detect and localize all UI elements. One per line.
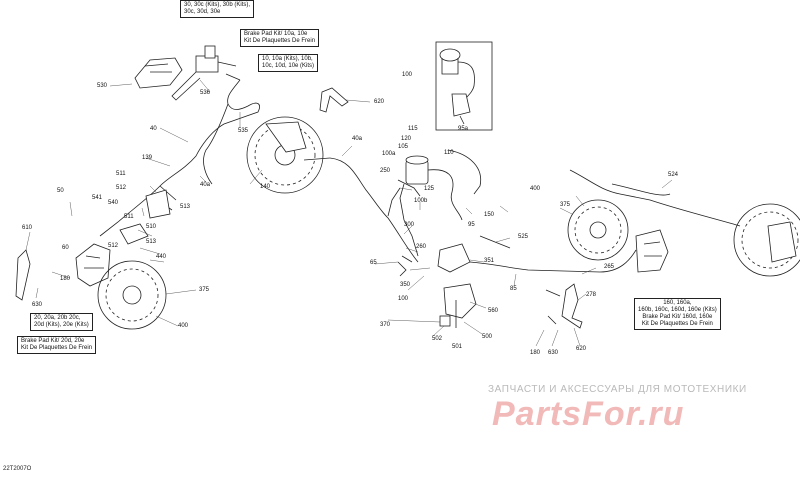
callout-513-b: 513 (146, 239, 157, 245)
callout-120: 120 (401, 136, 412, 142)
callout-536: 536 (200, 90, 211, 96)
callout-180-b: 180 (530, 350, 541, 356)
kits-box-10: 10, 10a (Kits), 10b, 10c, 10d, 10e (Kits… (258, 54, 319, 72)
callout-60: 60 (62, 245, 69, 251)
callout-375: 375 (199, 287, 210, 293)
callout-610: 610 (22, 225, 33, 231)
kits-box-160: 160, 160a, 160b, 160c, 160d, 160e (Kits)… (634, 298, 721, 330)
box-line: 160b, 160c, 160d, 160e (Kits) (638, 307, 717, 313)
callout-513: 513 (180, 204, 191, 210)
figure-id: 22T2007O (3, 466, 32, 472)
brake-pad-kit-box-20: Brake Pad Kit/ 20d, 20e Kit De Plaquette… (17, 336, 97, 354)
brake-line-40 (99, 79, 260, 237)
callout-100-c: 100 (398, 296, 409, 302)
reservoir-inset (435, 41, 493, 131)
brake-line-85 (469, 249, 637, 273)
callout-105: 105 (398, 144, 409, 150)
callout-500: 500 (482, 334, 493, 340)
left-caliper (75, 243, 111, 287)
kits-box-30: 30, 30c (Kits), 30b (Kits), 30c, 30d, 30… (180, 0, 255, 18)
callout-250: 250 (380, 168, 391, 174)
watermark-tagline: ЗАПЧАСТИ И АКСЕССУАРЫ ДЛЯ МОТОТЕХНИКИ (488, 384, 747, 395)
callout-525: 525 (518, 234, 529, 240)
callout-40: 40 (150, 126, 157, 132)
callout-560: 560 (488, 308, 499, 314)
callout-40a-b: 40a (352, 136, 363, 142)
callout-510: 510 (146, 224, 157, 230)
callout-350: 350 (400, 282, 411, 288)
callout-100-top: 100 (402, 72, 413, 78)
callout-180: 180 (60, 276, 71, 282)
callout-125: 125 (424, 186, 435, 192)
callout-524: 524 (668, 172, 679, 178)
callout-512-b: 512 (108, 243, 119, 249)
kits-box-20: 20, 20a, 20b 20c, 20d (Kits), 20e (Kits) (30, 313, 93, 331)
left-master-cylinder (134, 45, 241, 101)
callout-540: 540 (108, 200, 119, 206)
brake-line-40a (329, 157, 419, 263)
callout-370: 370 (380, 322, 391, 328)
rear-master-cylinder (387, 155, 463, 257)
box-line: Kit De Plaquettes De Frein (641, 321, 713, 327)
box-line: Brake Pad Kit/ 160d, 160e (642, 314, 713, 320)
callout-139: 139 (142, 155, 153, 161)
box-line: 30c, 30d, 30e (184, 9, 221, 15)
box-line: Kit De Plaquettes De Frein (21, 345, 93, 351)
callout-511-b: 511 (124, 214, 134, 220)
callout-50: 50 (57, 188, 64, 194)
callout-400: 400 (178, 323, 189, 329)
callout-65: 65 (370, 260, 377, 266)
callout-95: 95 (468, 222, 475, 228)
callout-620-b: 620 (576, 346, 587, 352)
callout-100a: 100a (382, 151, 396, 157)
callout-95a: 95a (458, 126, 469, 132)
right-disc (567, 199, 629, 261)
front-left-disc (246, 116, 324, 194)
callout-630: 630 (32, 302, 43, 308)
callout-85: 85 (510, 286, 517, 292)
callout-375-b: 375 (560, 202, 571, 208)
box-line: 20, 20a, 20b 20c, (34, 315, 81, 321)
box-line: Kit De Plaquettes De Frein (244, 38, 316, 44)
callout-502: 502 (432, 336, 443, 342)
box-line: 20d (Kits), 20e (Kits) (34, 322, 89, 328)
callout-110: 110 (444, 150, 454, 156)
rear-caliper (437, 243, 477, 328)
callout-501: 501 (452, 344, 463, 350)
box-line: 30, 30c (Kits), 30b (Kits), (184, 2, 251, 8)
left-disc (97, 260, 167, 330)
far-right-disc (733, 203, 800, 277)
brake-pad-kit-box-10: Brake Pad Kit/ 10a, 10e Kit De Plaquette… (240, 29, 320, 47)
callout-512: 512 (116, 185, 127, 191)
callout-265: 265 (604, 264, 615, 270)
callout-535: 535 (238, 128, 249, 134)
box-line: 160, 160a, (663, 300, 692, 306)
callout-620: 620 (374, 99, 385, 105)
box-line: 10, 10a (Kits), 10b, (262, 56, 313, 62)
callout-278: 278 (586, 292, 597, 298)
box-line: Brake Pad Kit/ 10a, 10e (244, 31, 308, 37)
watermark-logo: PartsFor.ru (492, 395, 685, 433)
callout-630-b: 630 (548, 350, 559, 356)
callout-140: 140 (260, 184, 271, 190)
callout-100b: 100b (414, 198, 428, 204)
callout-150: 150 (484, 212, 495, 218)
callout-260: 260 (416, 244, 427, 250)
callout-400-b: 400 (530, 186, 541, 192)
box-line: Brake Pad Kit/ 20d, 20e (21, 338, 85, 344)
callout-300: 300 (404, 222, 415, 228)
callout-351: 351 (484, 258, 495, 264)
callout-530: 530 (97, 83, 108, 89)
callout-115: 115 (408, 126, 418, 132)
right-caliper (635, 229, 669, 273)
callout-40a: 40a (200, 182, 211, 188)
callout-541: 541 (92, 195, 103, 201)
callout-440: 440 (156, 254, 167, 260)
callout-511: 511 (116, 171, 126, 177)
box-line: 10c, 10d, 10e (Kits) (262, 63, 315, 69)
